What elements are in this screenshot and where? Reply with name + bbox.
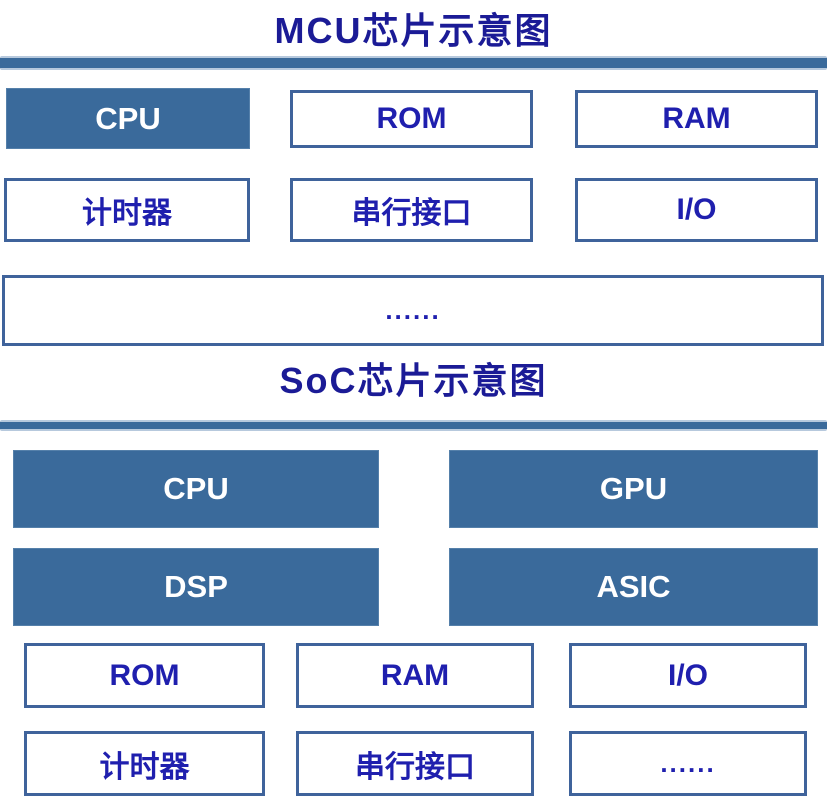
mcu-divider-rule xyxy=(0,56,827,70)
soc-box-io: I/O xyxy=(569,643,807,708)
soc-box-ram: RAM xyxy=(296,643,534,708)
soc-box-gpu: GPU xyxy=(449,450,818,528)
mcu-section-title: MCU芯片示意图 xyxy=(274,10,553,51)
soc-box-dsp: DSP xyxy=(13,548,379,626)
mcu-box-ellipsis: ...... xyxy=(2,275,824,346)
mcu-box-timer: 计时器 xyxy=(4,178,250,242)
soc-box-serial-interface: 串行接口 xyxy=(296,731,534,796)
soc-box-rom: ROM xyxy=(24,643,265,708)
mcu-box-serial-interface: 串行接口 xyxy=(290,178,533,242)
mcu-box-rom: ROM xyxy=(290,90,533,148)
mcu-box-ram: RAM xyxy=(575,90,818,148)
mcu-box-io: I/O xyxy=(575,178,818,242)
soc-box-ellipsis: ...... xyxy=(569,731,807,796)
soc-box-asic: ASIC xyxy=(449,548,818,626)
mcu-box-cpu: CPU xyxy=(6,88,250,149)
soc-box-timer: 计时器 xyxy=(24,731,265,796)
soc-box-cpu: CPU xyxy=(13,450,379,528)
soc-section-title: SoC芯片示意图 xyxy=(279,360,548,401)
soc-divider-rule xyxy=(0,420,827,431)
